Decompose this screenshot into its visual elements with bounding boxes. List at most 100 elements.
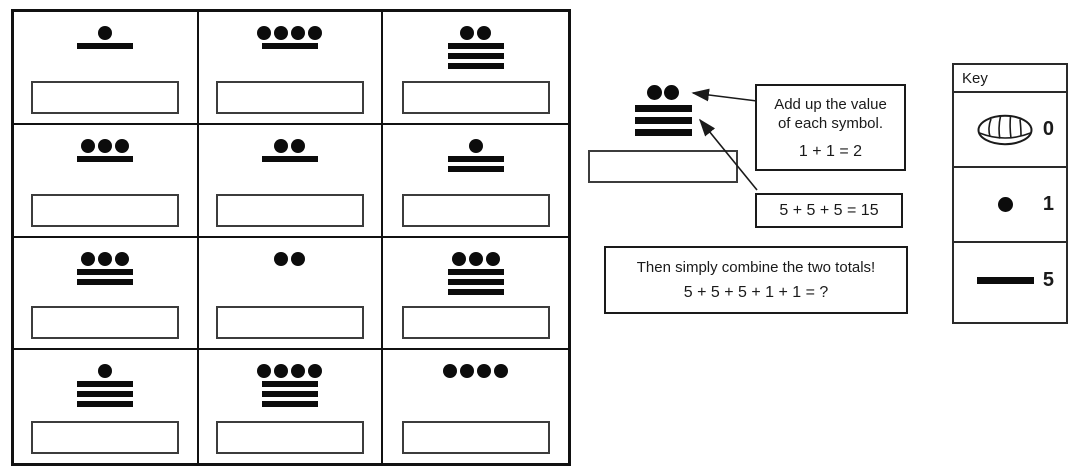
mayan-cell-4 [14, 124, 199, 238]
mayan-symbol [77, 251, 134, 285]
bar-icon [77, 268, 134, 275]
bar-icon [447, 288, 504, 295]
dot-icon [257, 26, 272, 40]
mayan-cell-10 [14, 350, 199, 463]
mayan-symbol [77, 138, 134, 162]
dot-icon [274, 364, 289, 379]
mayan-dots-row [98, 364, 113, 379]
answer-input-box-10[interactable] [31, 421, 180, 454]
bar-icon [77, 381, 134, 388]
mayan-cell-9 [383, 238, 568, 351]
mayan-dots-row [257, 26, 323, 40]
callout-bars-equation: 5 + 5 + 5 = 15 [779, 202, 879, 219]
key-symbol-wrap [968, 197, 1043, 212]
mayan-dots-row [460, 26, 492, 40]
key-symbol-wrap [968, 114, 1043, 146]
mayan-dots-row [98, 26, 113, 40]
dot-icon [98, 138, 113, 153]
mayan-cell-11 [199, 350, 384, 463]
bar-icon [77, 155, 134, 162]
dot-icon [291, 364, 306, 379]
callout-dots-note: Add up the value of each symbol. 1 + 1 =… [755, 84, 906, 171]
mayan-cell-6 [383, 125, 568, 238]
dot-icon [468, 251, 483, 266]
callout-dots-equation: 1 + 1 = 2 [798, 143, 863, 160]
answer-input-box-9[interactable] [401, 306, 550, 340]
bar-icon [261, 155, 318, 162]
bar-icon [447, 53, 504, 59]
mayan-cell-1 [14, 12, 199, 125]
key-title: Key [954, 65, 1066, 93]
mayan-symbol [77, 364, 134, 408]
mayan-dots-row [468, 138, 483, 153]
mayan-bars [77, 155, 134, 162]
mayan-cell-2 [198, 12, 384, 125]
mayan-cell-12 [383, 350, 568, 463]
callout-dots-line1: Add up the value [774, 96, 887, 113]
dot-icon [308, 364, 323, 379]
mayan-bars [261, 155, 318, 162]
dot-icon [308, 26, 323, 40]
mayan-bars [634, 105, 692, 136]
bar-icon [447, 268, 504, 275]
callout-combine-equation: 5 + 5 + 5 + 1 + 1 = ? [683, 284, 829, 301]
dot-icon [274, 251, 289, 266]
mayan-symbol [447, 251, 504, 295]
dot-icon [468, 138, 483, 153]
dot-icon [98, 251, 113, 266]
dot-icon [257, 364, 272, 379]
bar-icon [447, 63, 504, 69]
dot-icon [443, 364, 458, 379]
dot-icon [274, 26, 289, 40]
answer-input-box-12[interactable] [401, 421, 550, 454]
mayan-bars [261, 43, 318, 49]
dot-icon [291, 251, 306, 266]
mayan-dots-row [443, 364, 509, 379]
dot-icon [98, 364, 113, 379]
mayan-symbol [447, 26, 504, 69]
dot-icon [291, 138, 306, 153]
dot-icon [664, 85, 679, 100]
answer-input-box-6[interactable] [401, 193, 550, 227]
dot-icon [81, 138, 96, 153]
mayan-cell-3 [383, 12, 568, 125]
mayan-symbol [274, 251, 306, 266]
mayan-bars [77, 268, 134, 285]
dot-icon [81, 251, 96, 266]
answer-input-box-7[interactable] [31, 306, 180, 340]
answer-input-box-11[interactable] [215, 421, 364, 454]
dot-icon [98, 26, 113, 40]
mayan-symbol [77, 26, 134, 49]
bar-icon [634, 105, 692, 112]
answer-input-box-5[interactable] [215, 193, 364, 227]
bar-icon [976, 277, 1034, 284]
dot-icon [115, 251, 130, 266]
mayan-dots-row [274, 138, 306, 153]
key-row-0: 0 [954, 93, 1066, 168]
answer-input-box-8[interactable] [215, 306, 364, 340]
bar-icon [77, 401, 134, 408]
callout-bars-note: 5 + 5 + 5 = 15 [755, 193, 903, 228]
key-symbol-wrap [968, 277, 1043, 284]
mayan-dots-row [81, 138, 130, 153]
answer-input-box-4[interactable] [31, 193, 180, 227]
bar-icon [447, 278, 504, 285]
bar-icon [634, 117, 692, 124]
dot-icon [485, 251, 500, 266]
shell-icon [977, 114, 1033, 145]
mayan-bars [77, 381, 134, 408]
bar-icon [447, 43, 504, 49]
answer-input-box-2[interactable] [215, 80, 364, 114]
mayan-dots-row [81, 251, 130, 266]
callout-dots-line2: of each symbol. [777, 115, 884, 132]
answer-input-box-3[interactable] [401, 80, 550, 114]
mayan-symbol [634, 85, 692, 136]
mayan-bars [447, 155, 504, 172]
example-answer-box[interactable] [588, 150, 738, 183]
mayan-dots-row [257, 364, 323, 379]
dot-icon [494, 364, 509, 379]
mayan-dots-row [451, 251, 500, 266]
answer-input-box-1[interactable] [31, 80, 180, 114]
